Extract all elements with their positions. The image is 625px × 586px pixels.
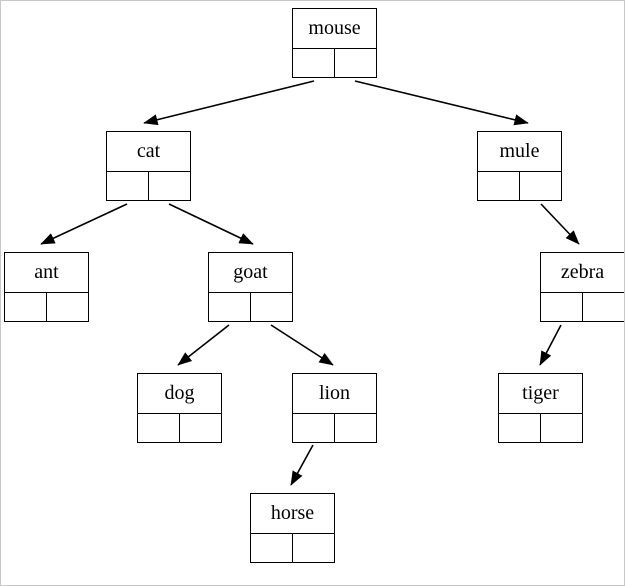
tree-node-pointer-cells (499, 414, 582, 442)
tree-node-label: ant (5, 253, 88, 293)
tree-node-label: mouse (293, 9, 376, 49)
tree-node-pointer-cells (5, 293, 88, 321)
left-child-pointer-cell[interactable] (138, 414, 180, 442)
tree-node-mouse[interactable]: mouse (292, 8, 377, 78)
tree-edge-cat-to-goat (168, 203, 254, 245)
tree-node-pointer-cells (541, 293, 624, 321)
tree-node-lion[interactable]: lion (292, 373, 377, 443)
left-child-pointer-cell[interactable] (209, 293, 251, 321)
tree-edge-zebra-to-tiger (539, 324, 562, 366)
tree-node-goat[interactable]: goat (208, 252, 293, 322)
tree-node-tiger[interactable]: tiger (498, 373, 583, 443)
left-child-pointer-cell[interactable] (293, 49, 335, 77)
tree-node-ant[interactable]: ant (4, 252, 89, 322)
left-child-pointer-cell[interactable] (107, 172, 149, 200)
tree-node-horse[interactable]: horse (250, 493, 335, 563)
tree-node-pointer-cells (293, 49, 376, 77)
tree-node-dog[interactable]: dog (137, 373, 222, 443)
left-child-pointer-cell[interactable] (478, 172, 520, 200)
tree-edge-cat-to-ant (40, 203, 128, 245)
tree-edge-mule-to-zebra (540, 203, 580, 245)
left-child-pointer-cell[interactable] (293, 414, 335, 442)
tree-edge-mouse-to-cat (143, 80, 315, 126)
tree-edge-lion-to-horse (290, 444, 314, 486)
tree-node-label: zebra (541, 253, 624, 293)
tree-edge-mouse-to-mule (354, 80, 529, 126)
tree-node-pointer-cells (293, 414, 376, 442)
right-child-pointer-cell[interactable] (149, 172, 191, 200)
tree-node-pointer-cells (138, 414, 221, 442)
left-child-pointer-cell[interactable] (5, 293, 47, 321)
right-child-pointer-cell[interactable] (583, 293, 625, 321)
tree-node-label: lion (293, 374, 376, 414)
tree-node-pointer-cells (478, 172, 561, 200)
left-child-pointer-cell[interactable] (541, 293, 583, 321)
tree-node-zebra[interactable]: zebra (540, 252, 624, 322)
tree-node-label: mule (478, 132, 561, 172)
right-child-pointer-cell[interactable] (293, 534, 335, 562)
tree-node-label: cat (107, 132, 190, 172)
tree-node-pointer-cells (107, 172, 190, 200)
tree-node-pointer-cells (251, 534, 334, 562)
tree-edge-goat-to-lion (270, 324, 334, 366)
tree-node-label: tiger (499, 374, 582, 414)
tree-node-mule[interactable]: mule (477, 131, 562, 201)
right-child-pointer-cell[interactable] (335, 414, 377, 442)
right-child-pointer-cell[interactable] (180, 414, 222, 442)
tree-node-label: horse (251, 494, 334, 534)
tree-node-pointer-cells (209, 293, 292, 321)
tree-edge-goat-to-dog (177, 324, 230, 366)
right-child-pointer-cell[interactable] (335, 49, 377, 77)
right-child-pointer-cell[interactable] (47, 293, 89, 321)
tree-node-label: dog (138, 374, 221, 414)
right-child-pointer-cell[interactable] (251, 293, 293, 321)
left-child-pointer-cell[interactable] (251, 534, 293, 562)
right-child-pointer-cell[interactable] (520, 172, 562, 200)
right-child-pointer-cell[interactable] (541, 414, 583, 442)
left-child-pointer-cell[interactable] (499, 414, 541, 442)
tree-node-cat[interactable]: cat (106, 131, 191, 201)
tree-node-label: goat (209, 253, 292, 293)
